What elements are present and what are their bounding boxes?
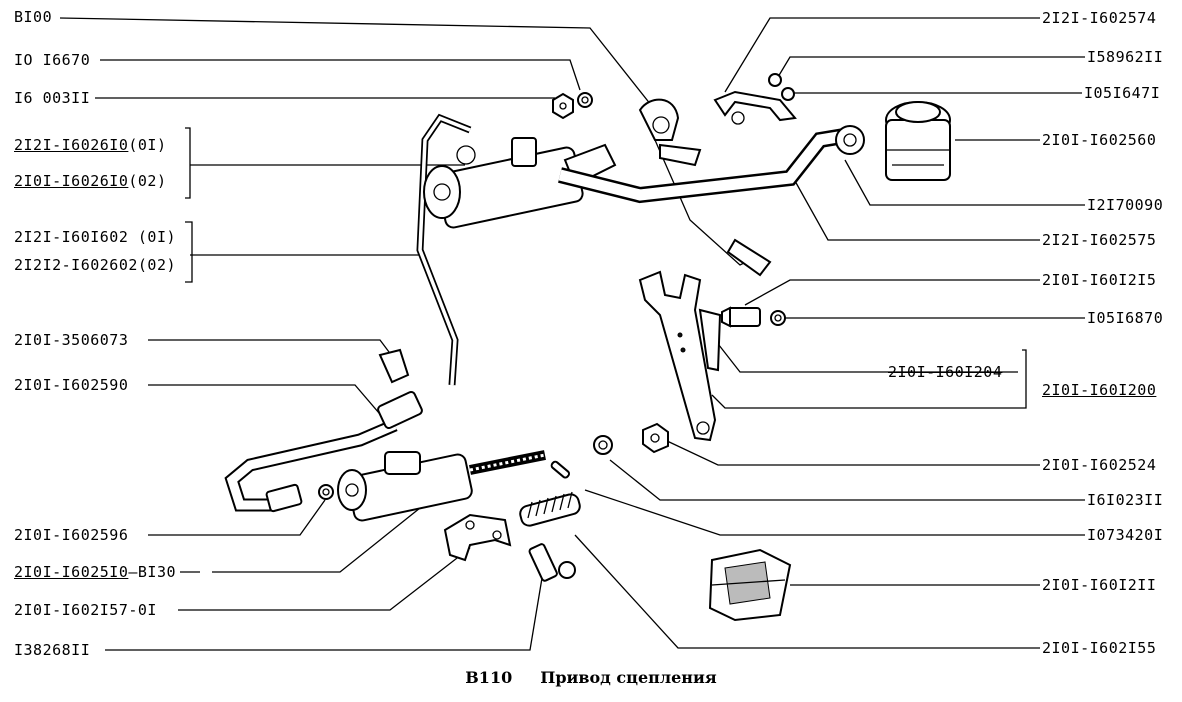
release-fork <box>638 270 722 442</box>
adjust-bolt <box>721 306 786 328</box>
fork-nut-washer <box>593 422 669 455</box>
label-2121-1602610-code: 2I2I-I6026I0 <box>14 136 129 154</box>
label-2101-1602610-suffix: (02) <box>128 172 167 190</box>
cotter-pin <box>550 460 571 479</box>
figure-code: B110 <box>465 668 513 687</box>
bracket-bolt <box>528 543 576 582</box>
flexible-hose <box>224 390 423 513</box>
leader-lines <box>59 17 1085 651</box>
label-2121-1601602: 2I2I-I60I602 (0I) <box>14 228 177 246</box>
fluid-reservoir <box>885 101 951 181</box>
label-2121-1602575: 2I2I-I602575 <box>1042 231 1157 249</box>
label-21212-1602602: 2I2I2-I602602(02) <box>14 256 177 274</box>
pipe-clip <box>378 348 410 384</box>
label-2101-1602610-code: 2I0I-I6026I0 <box>14 172 129 190</box>
label-2101-1602590: 2I0I-I602590 <box>14 376 129 394</box>
pedal-link <box>558 125 865 204</box>
pedal-boot <box>708 548 792 622</box>
u-clamp <box>713 73 797 125</box>
figure-title: Привод сцепления <box>540 668 717 687</box>
label-2101-1601204: 2I0I-I60I204 <box>888 363 1003 381</box>
label-bi00: BI00 <box>14 8 53 26</box>
label-2101-1602155: 2I0I-I602I55 <box>1042 639 1157 657</box>
label-16102311: I6I023II <box>1087 491 1164 509</box>
label-2121-1602574: 2I2I-I602574 <box>1042 9 1157 27</box>
label-2121-1602610-suffix: (0I) <box>128 136 167 154</box>
slave-cylinder <box>318 450 546 522</box>
master-cylinder <box>423 137 617 229</box>
label-1051647i: I05I647I <box>1084 84 1161 102</box>
label-2101-1601211: 2I0I-I60I2II <box>1042 576 1157 594</box>
label-2101-1601215: 2I0I-I60I2I5 <box>1042 271 1157 289</box>
label-2101-1601200: 2I0I-I60I200 <box>1042 381 1157 399</box>
label-2101-1602560: 2I0I-I602560 <box>1042 131 1157 149</box>
label-16-00311: I6 003II <box>14 89 91 107</box>
label-15896211: I58962II <box>1087 48 1164 66</box>
label-2101-1602524: 2I0I-I602524 <box>1042 456 1157 474</box>
hydraulic-pipe <box>416 113 472 386</box>
label-2121-1602610-01: 2I2I-I6026I0(0I) <box>14 136 167 154</box>
spring-bracket <box>443 513 512 562</box>
figure-caption: B110 Привод сцепления <box>0 668 1182 687</box>
label-1073420i: I073420I <box>1087 526 1164 544</box>
label-2101-3506073: 2I0I-3506073 <box>14 331 129 349</box>
small-nuts-top <box>552 92 593 120</box>
label-10-16670: IO I6670 <box>14 51 91 69</box>
label-2101-1602157-01: 2I0I-I602I57-0I <box>14 601 157 619</box>
label-10516870: I05I6870 <box>1087 309 1164 327</box>
label-13826811: I38268II <box>14 641 91 659</box>
return-spring <box>519 491 581 527</box>
label-bi30: BI30 <box>137 563 177 581</box>
label-2101-1602596: 2I0I-I602596 <box>14 526 129 544</box>
clutch-pedal <box>638 98 772 277</box>
label-2101-1602510-code: 2I0I-I6025I0 <box>14 563 129 581</box>
label-12170090: I2I70090 <box>1087 196 1164 214</box>
label-2101-1602610-02: 2I0I-I6026I0(02) <box>14 172 167 190</box>
label-2101-1602510: 2I0I-I6025I0—BI30 <box>14 563 177 581</box>
